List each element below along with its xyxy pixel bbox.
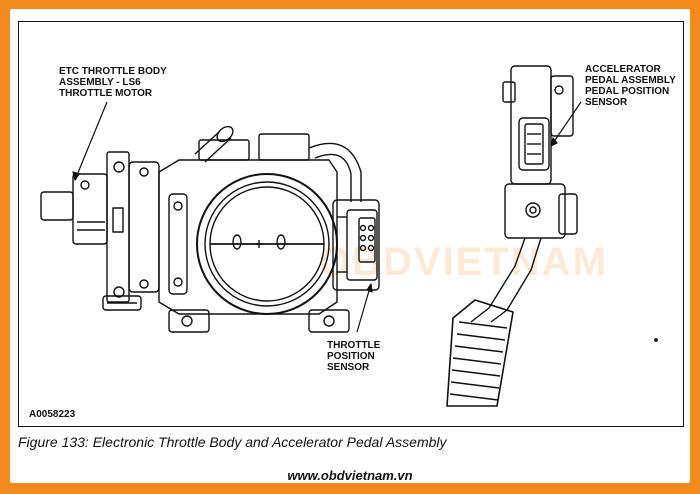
diagram-svg bbox=[40, 65, 658, 407]
callout-throttle-position-sensor: THROTTLE POSITION SENSOR bbox=[327, 340, 381, 373]
page-frame: OBDVIETNAM bbox=[10, 9, 690, 483]
accelerator-pedal-assembly bbox=[446, 65, 658, 407]
website-link[interactable]: www.obdvietnam.vn bbox=[287, 468, 413, 483]
callout-throttle-motor: ETC THROTTLE BODY ASSEMBLY - LS6 THROTTL… bbox=[59, 66, 167, 99]
diagram-figure: OBDVIETNAM bbox=[18, 21, 684, 427]
figure-id: A0058223 bbox=[29, 409, 76, 420]
throttle-body-housing bbox=[158, 125, 362, 333]
figure-caption: Figure 133: Electronic Throttle Body and… bbox=[18, 434, 447, 450]
throttle-motor bbox=[40, 151, 160, 311]
throttle-position-sensor bbox=[332, 199, 380, 291]
leader-lines bbox=[72, 101, 582, 333]
callout-accelerator-pedal: ACCELERATOR PEDAL ASSEMBLY PEDAL POSITIO… bbox=[585, 64, 676, 108]
